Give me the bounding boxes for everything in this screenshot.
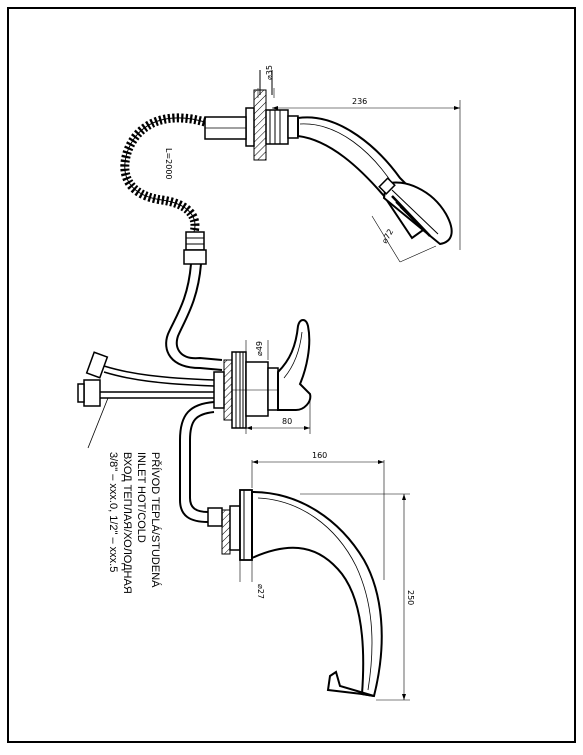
inlet-note-ru: ВХОД ТЕПЛАЯ/ХОЛОДНАЯ bbox=[121, 452, 133, 594]
dim-mixer-body-label: ⌀49 bbox=[255, 341, 264, 356]
dim-spout-height-label: 250 bbox=[406, 590, 415, 605]
inlet-leader-line bbox=[87, 397, 109, 449]
dim-spout-length-label: 160 bbox=[312, 451, 327, 460]
hose-connector bbox=[183, 231, 207, 265]
diverter-pipe bbox=[165, 263, 223, 371]
dim-spout-length: 160 bbox=[251, 451, 385, 580]
inlet-note-sizes: 3/8" – xxx.0, 1/2" – xxx.5 bbox=[107, 452, 119, 572]
inlet-hoses bbox=[77, 351, 215, 407]
dim-lever-label: 80 bbox=[282, 417, 292, 426]
drawing-border bbox=[7, 7, 576, 743]
dim-hose-length-label: L=2000 bbox=[164, 148, 173, 180]
inlet-note: PŘÍVOD TEPLÁ/STUDENÁ INLET HOT/COLD ВХОД… bbox=[107, 452, 162, 594]
dim-spout-base-label: ⌀27 bbox=[256, 584, 265, 599]
handshower-head bbox=[378, 177, 453, 246]
shower-hose bbox=[120, 113, 207, 234]
dim-lever: 80 bbox=[245, 400, 311, 434]
dim-spout-base: ⌀27 bbox=[239, 560, 265, 599]
dim-shower-arm-label: 236 bbox=[352, 97, 367, 106]
dim-spout-height: 250 bbox=[300, 493, 415, 701]
dim-handshower-label: ⌀72 bbox=[380, 228, 395, 245]
dim-wall-flange-label: ⌀35 bbox=[265, 65, 274, 80]
wall-outlet bbox=[204, 70, 299, 161]
dim-shower-arm: 236 bbox=[272, 97, 461, 250]
spout-body bbox=[251, 490, 383, 698]
dim-wall-flange: ⌀35 bbox=[257, 65, 275, 98]
dim-mixer-body: ⌀49 bbox=[245, 340, 269, 360]
spout-base bbox=[207, 489, 253, 561]
inlet-note-cz: PŘÍVOD TEPLÁ/STUDENÁ bbox=[149, 452, 162, 588]
inlet-note-en: INLET HOT/COLD bbox=[135, 452, 147, 543]
spout-feed-pipe bbox=[179, 401, 215, 523]
mixer-lever bbox=[277, 319, 312, 411]
